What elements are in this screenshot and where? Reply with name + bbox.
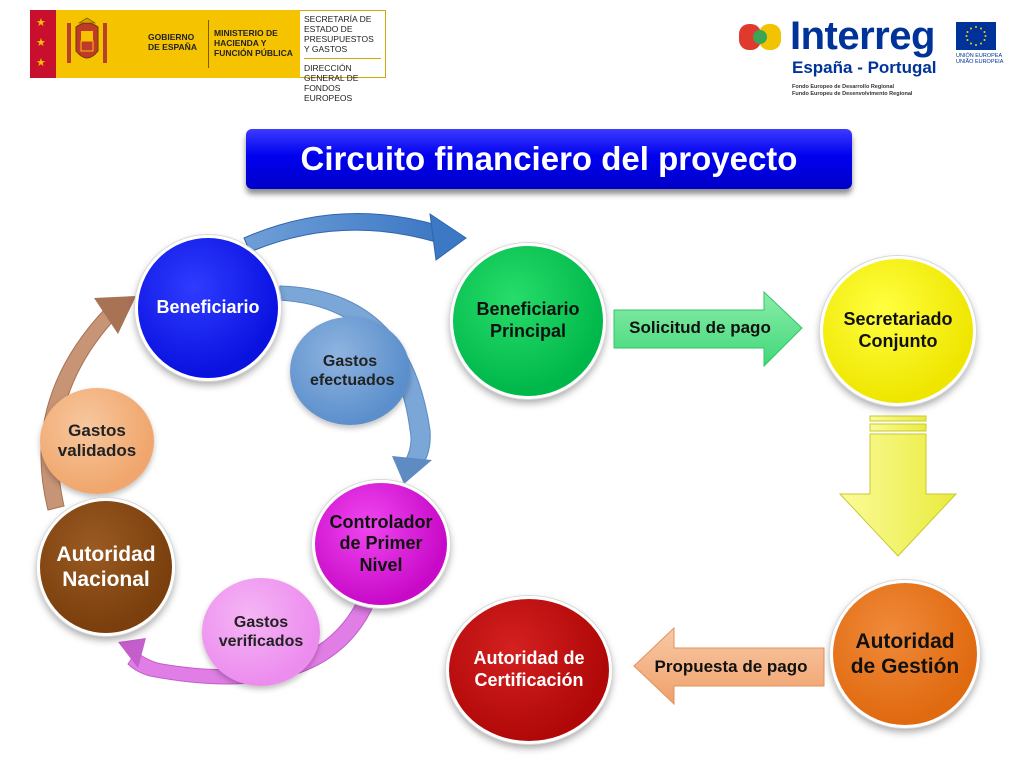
node-gastos-validados-label: Gastos validados: [57, 420, 137, 460]
gobierno-espana-logo: ★ ★ ★ GOBIERNO DE ESPAÑA MINISTERIO DE H…: [30, 10, 386, 103]
node-autoridad-certificacion: Autoridad de Certificación: [446, 596, 612, 744]
node-controlador-primer-nivel: Controlador de Primer Nivel: [312, 480, 450, 608]
eu-label: UNIÓN EUROPEA UNIÃO EUROPEIA: [956, 53, 1003, 65]
gobierno-label: GOBIERNO DE ESPAÑA: [148, 32, 197, 52]
eu-flag-icon: [956, 22, 996, 50]
node-autoridad-nacional-label: Autoridad Nacional: [56, 542, 156, 591]
propuesta-arrow-shape: [633, 626, 825, 706]
node-beneficiario-label: Beneficiario: [156, 297, 260, 318]
node-gastos-efectuados: Gastos efectuados: [290, 317, 410, 425]
node-beneficiario: Beneficiario: [135, 235, 281, 381]
curved-arrow-head-right: [392, 456, 432, 484]
curved-arrow-to-beneficiario-principal: [243, 213, 441, 253]
secretaria-label: SECRETARÍA DE ESTADO DE PRESUPUESTOS Y G…: [304, 14, 374, 54]
gobierno-yellow-band: GOBIERNO DE ESPAÑA MINISTERIO DE HACIEND…: [56, 10, 300, 78]
node-autoridad-gestion: Autoridad de Gestión: [830, 580, 980, 728]
interreg-subtitle: España - Portugal: [792, 58, 937, 77]
interreg-fund-pt: Fundo Europeu de Desenvolvimento Regiona…: [792, 91, 913, 97]
coat-of-arms-icon: [67, 17, 107, 63]
interreg-mark-icon: [739, 24, 781, 50]
interreg-wordmark: Interreg: [790, 14, 935, 58]
node-beneficiario-principal-label: Beneficiario Principal: [476, 299, 580, 341]
node-gastos-verificados-label: Gastos verificados: [218, 613, 304, 650]
curved-arrow-head-left: [94, 296, 136, 334]
node-gastos-validados: Gastos validados: [40, 388, 154, 494]
direccion-label: DIRECCIÓN GENERAL DE FONDOS EUROPEOS: [304, 63, 359, 103]
node-controlador-label: Controlador de Primer Nivel: [329, 511, 433, 575]
interreg-fund-es: Fondo Europeo de Desarrollo Regional: [792, 84, 895, 90]
solicitud-arrow-shape: [613, 290, 803, 368]
eu-stars-stripe: ★ ★ ★: [30, 10, 56, 78]
page-title: Circuito financiero del proyecto: [246, 129, 852, 189]
logo-divider: [208, 20, 209, 68]
eu-label-es: UNIÓN EUROPEA: [956, 53, 1003, 59]
down-arrow-to-autoridad-gestion: [838, 415, 958, 557]
secretaria-divider: [304, 58, 381, 59]
ministerio-label: MINISTERIO DE HACIENDA Y FUNCIÓN PÚBLICA: [214, 28, 293, 58]
node-gastos-efectuados-label: Gastos efectuados: [310, 352, 395, 389]
propuesta-de-pago-label: Propuesta de pago: [654, 657, 808, 676]
curved-arrow-head-bottom: [118, 638, 146, 668]
node-gastos-verificados: Gastos verificados: [202, 578, 320, 686]
node-autoridad-nacional: Autoridad Nacional: [37, 498, 175, 636]
interreg-fund-text: Fondo Europeo de Desarrollo Regional Fun…: [792, 84, 912, 98]
node-beneficiario-principal: Beneficiario Principal: [450, 243, 606, 399]
eu-label-pt: UNIÃO EUROPEIA: [956, 59, 1004, 65]
node-secretariado-conjunto: Secretariado Conjunto: [820, 256, 976, 406]
node-autoridad-certificacion-label: Autoridad de Certificación: [473, 648, 585, 690]
node-secretariado-conjunto-label: Secretariado Conjunto: [843, 309, 953, 351]
solicitud-de-pago-label: Solicitud de pago: [629, 318, 771, 337]
secretaria-box: SECRETARÍA DE ESTADO DE PRESUPUESTOS Y G…: [300, 10, 386, 103]
node-autoridad-gestion-label: Autoridad de Gestión: [850, 629, 960, 678]
interreg-logo: Interreg España - Portugal Fondo Europeo…: [738, 14, 1008, 104]
curved-arrow-head-top: [429, 212, 467, 261]
